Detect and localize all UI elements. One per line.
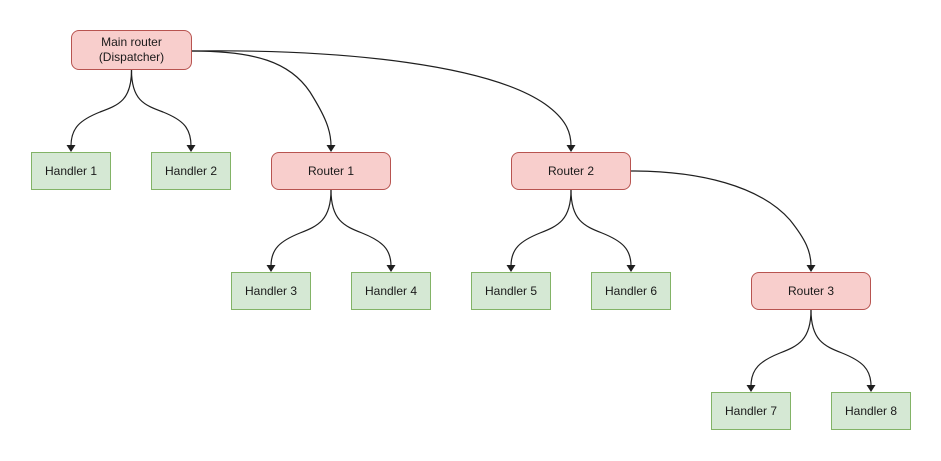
arrow-handler-7	[746, 385, 756, 392]
arrow-handler-8	[866, 385, 876, 392]
edge-main-to-handler-2	[130, 69, 192, 147]
edge-router-3-to-handler-8	[810, 309, 872, 387]
edge-router-3-to-handler-7	[750, 309, 812, 387]
arrow-handler-6	[626, 265, 636, 272]
node-label: Main router (Dispatcher)	[98, 35, 165, 64]
node-label: Handler 6	[604, 283, 658, 298]
arrow-router-2	[566, 145, 576, 152]
node-label: Handler 5	[484, 283, 538, 298]
node-router-3[interactable]: Router 3	[751, 272, 871, 310]
arrow-handler-2	[186, 145, 196, 152]
node-label: Handler 4	[364, 283, 418, 298]
node-label: Router 2	[547, 163, 595, 178]
node-handler-8[interactable]: Handler 8	[831, 392, 911, 430]
node-label: Router 3	[787, 283, 835, 298]
edge-router-2-to-handler-5	[510, 189, 572, 267]
node-router-2[interactable]: Router 2	[511, 152, 631, 190]
arrow-handler-3	[266, 265, 276, 272]
edge-router-2-to-handler-6	[570, 189, 632, 267]
node-label: Handler 8	[844, 403, 898, 418]
edge-main-to-router-2	[191, 50, 572, 147]
edge-router-1-to-handler-4	[330, 189, 392, 267]
node-router-1[interactable]: Router 1	[271, 152, 391, 190]
edge-router-2-to-router-3	[630, 170, 812, 267]
node-handler-6[interactable]: Handler 6	[591, 272, 671, 310]
edge-router-1-to-handler-3	[270, 189, 332, 267]
node-label: Handler 7	[724, 403, 778, 418]
edge-main-to-router-1	[191, 50, 332, 147]
node-handler-4[interactable]: Handler 4	[351, 272, 431, 310]
node-handler-2[interactable]: Handler 2	[151, 152, 231, 190]
arrow-handler-5	[506, 265, 516, 272]
node-label: Handler 2	[164, 163, 218, 178]
node-label: Handler 1	[44, 163, 98, 178]
arrow-router-1	[326, 145, 336, 152]
arrow-handler-4	[386, 265, 396, 272]
node-handler-3[interactable]: Handler 3	[231, 272, 311, 310]
node-main-router[interactable]: Main router (Dispatcher)	[71, 30, 192, 70]
node-handler-1[interactable]: Handler 1	[31, 152, 111, 190]
node-handler-5[interactable]: Handler 5	[471, 272, 551, 310]
arrow-handler-1	[66, 145, 76, 152]
node-label: Handler 3	[244, 283, 298, 298]
node-handler-7[interactable]: Handler 7	[711, 392, 791, 430]
node-label: Router 1	[307, 163, 355, 178]
arrow-router-3	[806, 265, 816, 272]
edge-main-to-handler-1	[70, 69, 133, 147]
